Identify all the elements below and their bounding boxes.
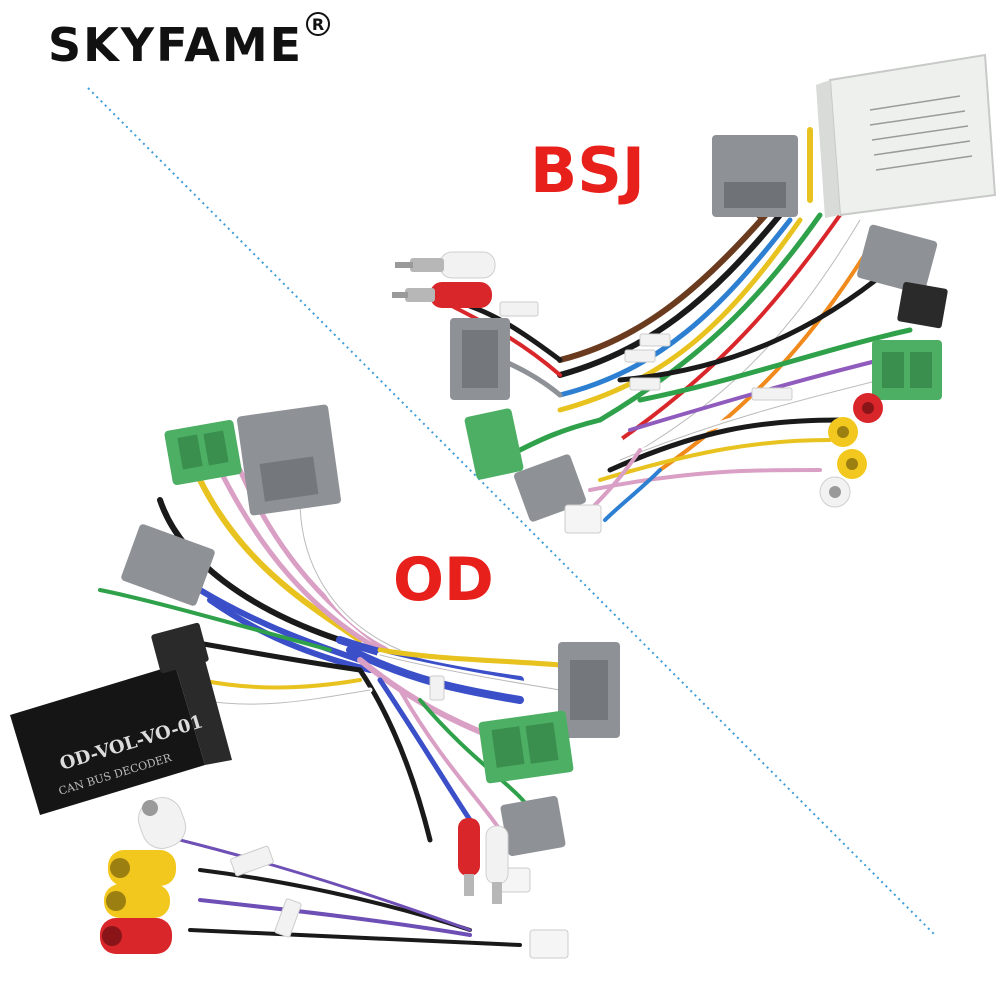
od-connector-white-b — [529, 929, 569, 959]
bsj-connector-white — [564, 504, 602, 534]
od-harness: OD-VOL-VO-01 CAN BUS DECODER — [10, 404, 620, 959]
variant-label-od: OD — [393, 545, 494, 615]
od-connector-grey-left — [121, 524, 215, 606]
bsj-rca-plugs-left — [392, 251, 496, 308]
bsj-connector-green-left — [464, 408, 524, 480]
od-rca-plugs — [458, 818, 509, 904]
bsj-connector-grey-right — [857, 224, 938, 295]
od-connector-black — [151, 622, 209, 674]
bsj-rca-jacks-right — [819, 393, 883, 508]
od-connector-green-top — [164, 419, 242, 486]
brand-logo: SKYFAME — [48, 18, 304, 72]
bsj-decoder-box — [816, 53, 997, 218]
divider-line — [87, 87, 936, 936]
registered-mark: R — [306, 12, 330, 36]
bsj-harness — [392, 53, 997, 534]
od-connector-grey-bottom — [500, 795, 566, 857]
od-decoder-box: OD-VOL-VO-01 CAN BUS DECODER — [10, 660, 232, 815]
od-rca-jacks — [100, 797, 187, 954]
variant-label-bsj: BSJ — [530, 134, 645, 207]
bsj-connector-black — [897, 281, 948, 329]
od-connector-green-right — [478, 710, 574, 784]
